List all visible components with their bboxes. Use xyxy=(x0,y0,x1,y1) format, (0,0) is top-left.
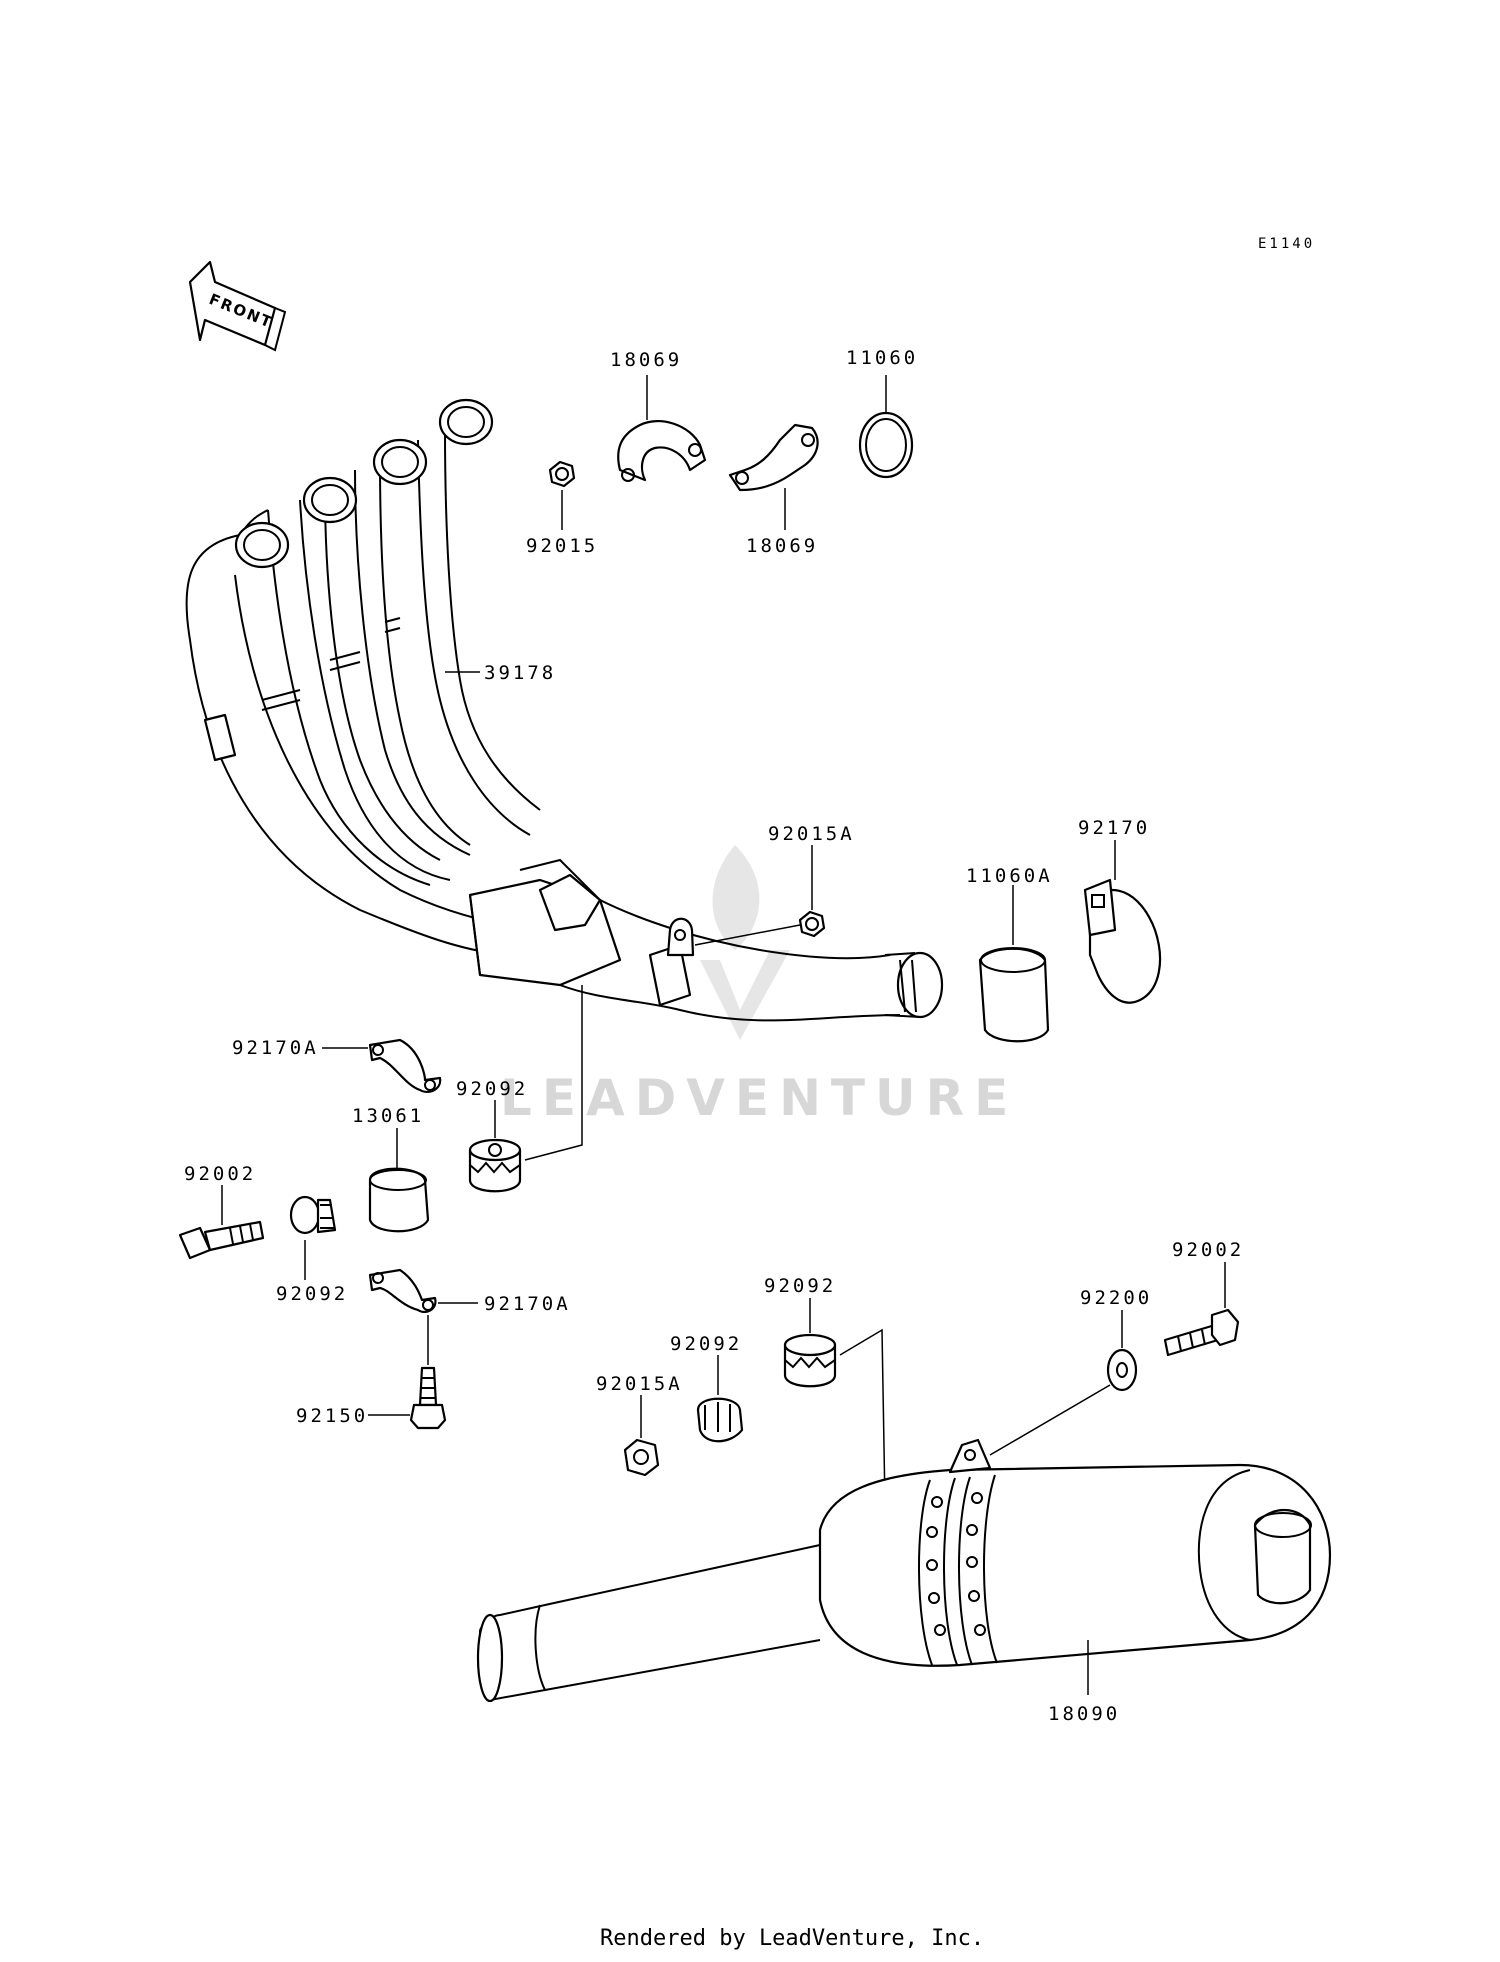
label-92002-left: 92002 xyxy=(184,1163,256,1185)
half-clamp-18069-lower xyxy=(728,423,819,530)
grommet-92092-a xyxy=(468,985,583,1193)
nut-92015A-upper xyxy=(694,845,826,946)
exhaust-header-39178 xyxy=(185,398,944,1022)
grommet-92092-c xyxy=(783,1298,936,1507)
label-92015: 92015 xyxy=(526,535,598,557)
clamp-92170 xyxy=(1083,840,1162,1004)
label-18069-upper: 18069 xyxy=(610,349,682,371)
part-labels: 18069 11060 92015 18069 39178 92015A 921… xyxy=(184,347,1244,1725)
label-92092-left: 92092 xyxy=(276,1283,348,1305)
label-39178: 39178 xyxy=(484,662,556,684)
label-92015A-lower: 92015A xyxy=(596,1373,683,1395)
grommet-92092-d xyxy=(696,1355,744,1443)
label-13061: 13061 xyxy=(352,1105,424,1127)
sleeve-11060A xyxy=(978,885,1050,1043)
nut-92015A-lower xyxy=(623,1395,660,1477)
nut-92015 xyxy=(548,460,576,530)
watermark: LEADVENTURE xyxy=(500,845,1018,1127)
label-92002-right: 92002 xyxy=(1172,1239,1244,1261)
half-clamp-18069-upper xyxy=(617,375,707,482)
watermark-text: LEADVENTURE xyxy=(500,1069,1018,1127)
bolt-92002-right xyxy=(1163,1262,1240,1357)
washer-92200 xyxy=(989,1310,1138,1456)
footer-credit: Rendered by LeadVenture, Inc. xyxy=(600,1926,984,1951)
gasket-11060 xyxy=(858,375,914,479)
label-92150: 92150 xyxy=(296,1405,368,1427)
label-92092-center: 92092 xyxy=(764,1275,836,1297)
clamp-92170A-lower xyxy=(368,1268,478,1314)
label-92092-header: 92092 xyxy=(456,1078,528,1100)
label-18069-lower: 18069 xyxy=(746,535,818,557)
label-18090: 18090 xyxy=(1048,1703,1120,1725)
diagram-code: E1140 xyxy=(1258,236,1315,252)
collar-13061 xyxy=(368,1128,430,1233)
clamp-92170A-upper xyxy=(322,1038,442,1094)
front-arrow-icon: FRONT xyxy=(188,260,287,352)
label-92170: 92170 xyxy=(1078,817,1150,839)
label-92200: 92200 xyxy=(1080,1287,1152,1309)
bolt-92002-left xyxy=(178,1185,265,1260)
label-92092-center-left: 92092 xyxy=(670,1333,742,1355)
label-11060: 11060 xyxy=(846,347,918,369)
bolt-92150 xyxy=(368,1315,447,1430)
label-11060A: 11060A xyxy=(966,865,1053,887)
label-92170A-lower: 92170A xyxy=(484,1293,571,1315)
label-92015A-upper: 92015A xyxy=(768,823,855,845)
muffler-18090 xyxy=(476,1438,1332,1703)
label-92170A-upper: 92170A xyxy=(232,1037,319,1059)
grommet-92092-b xyxy=(289,1195,337,1280)
